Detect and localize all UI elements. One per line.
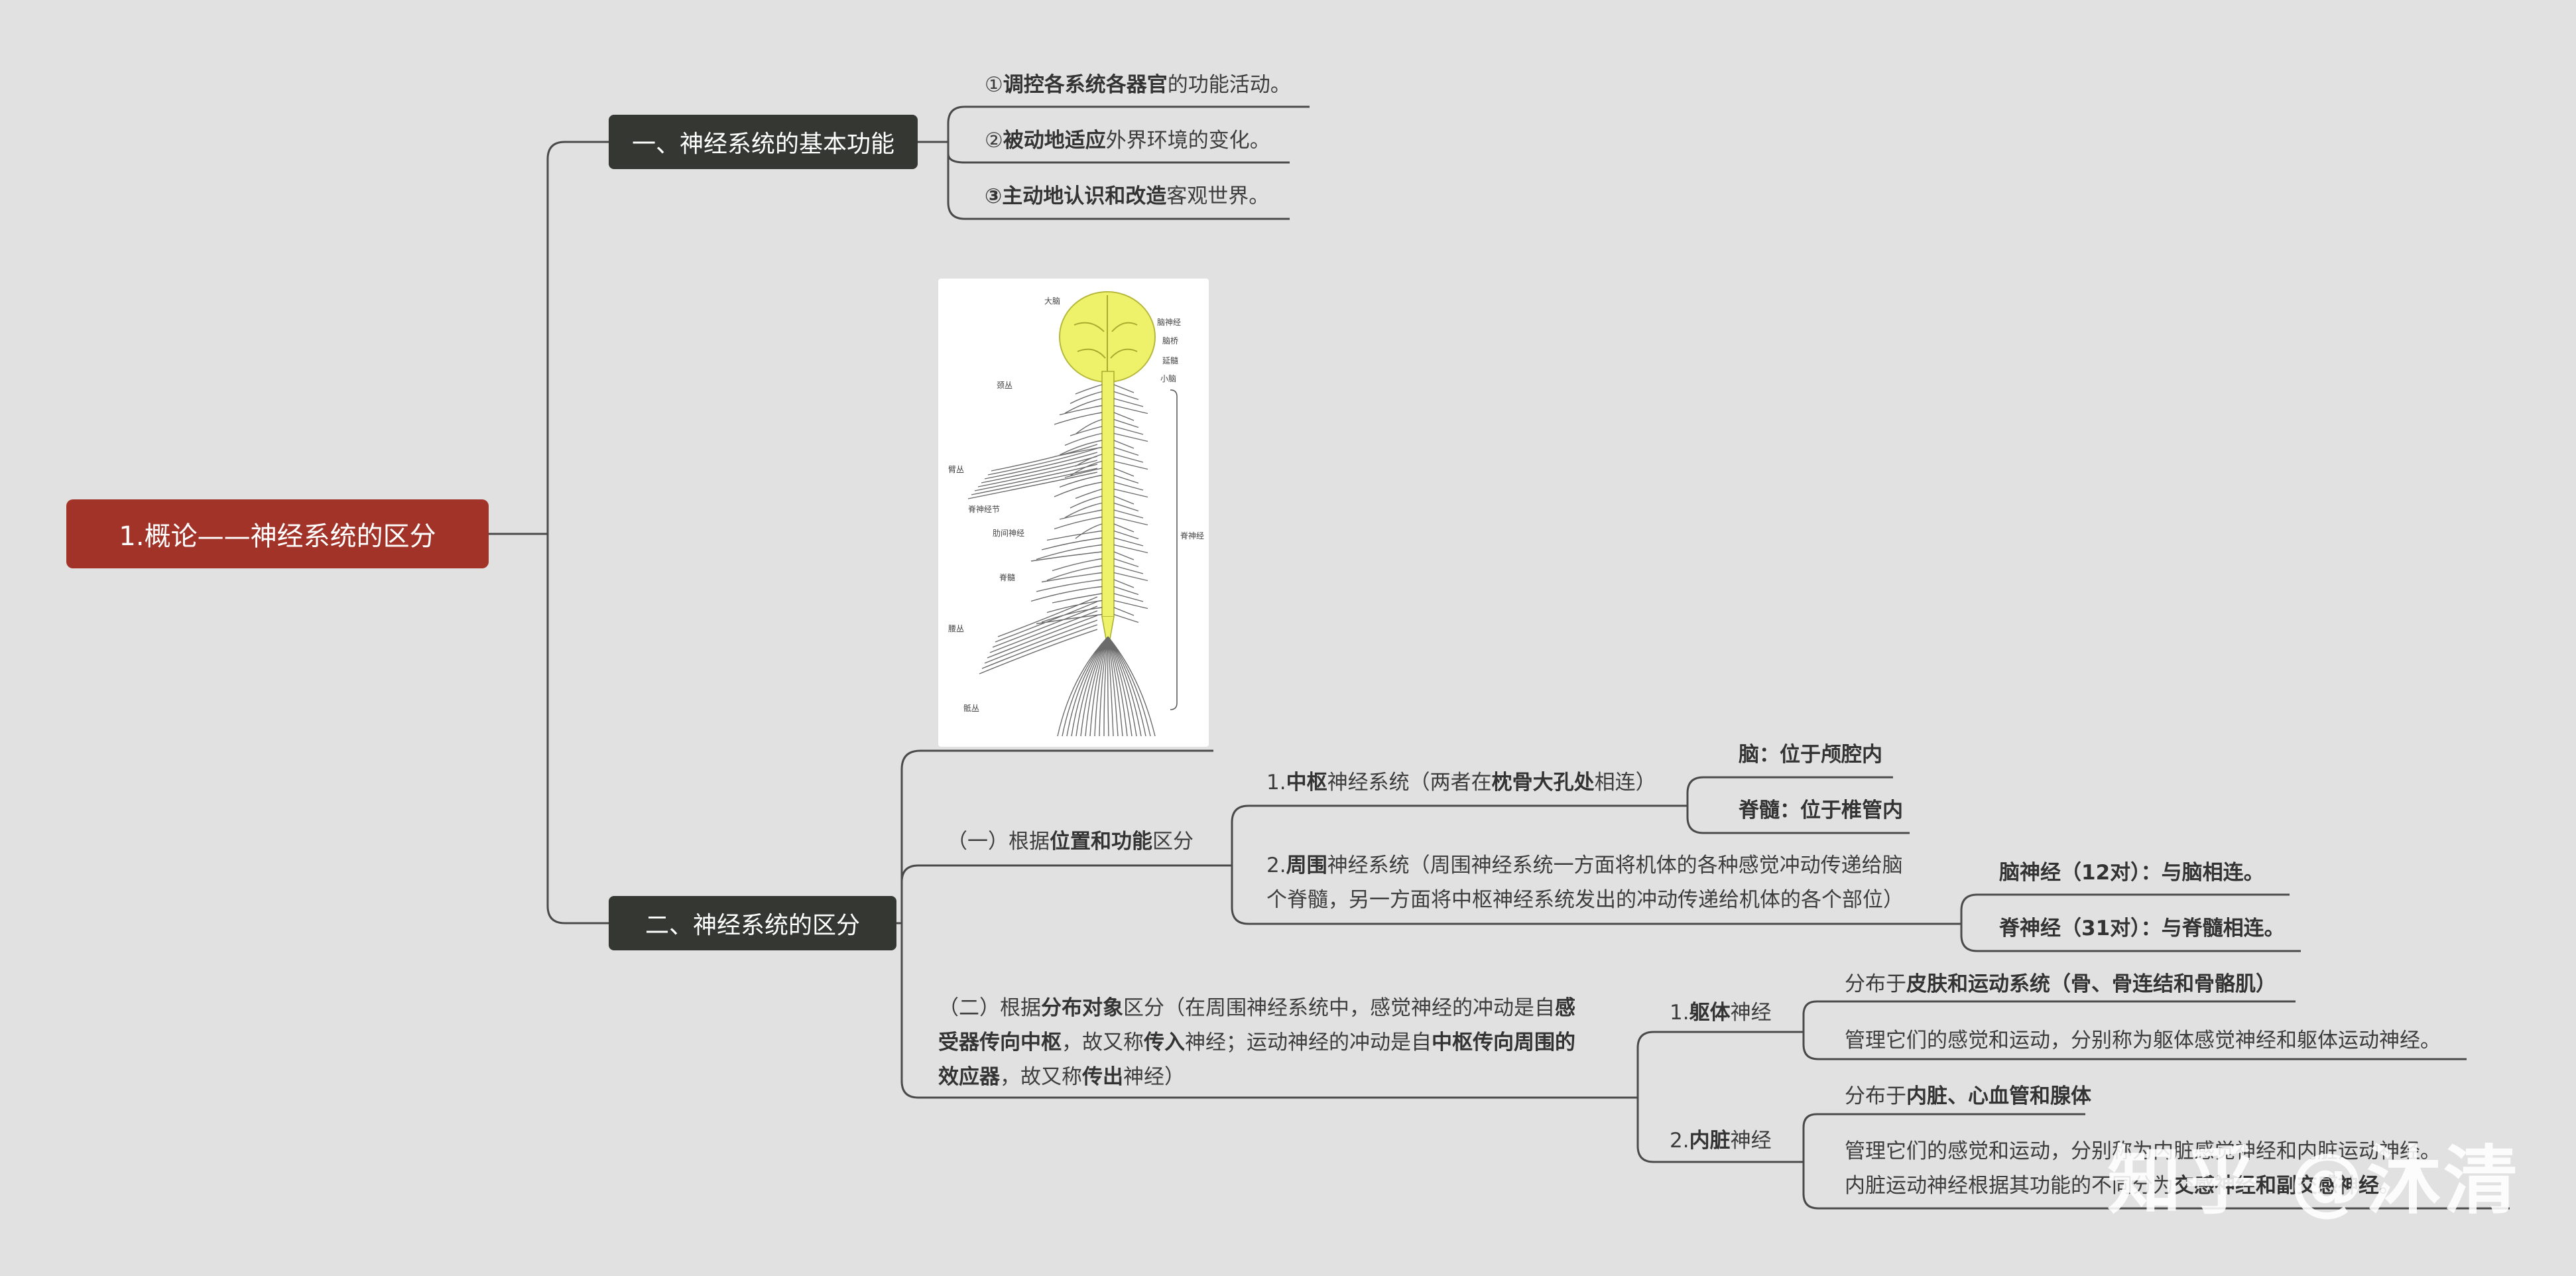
text-part: （一）根据 — [947, 830, 1050, 854]
central-spinal-cord[interactable]: 脊髓：位于椎管内 — [1739, 793, 1903, 828]
branch-basic-functions-label: 一、神经系统的基本功能 — [632, 125, 894, 159]
item-prefix: ① — [985, 73, 1003, 97]
root-label: 1.概论——神经系统的区分 — [119, 515, 436, 553]
text-part: 神经 — [1731, 1129, 1772, 1153]
central-nervous-system[interactable]: 1.中枢神经系统（两者在枕骨大孔处相连） — [1266, 765, 1656, 800]
label-jishenjingjie: 脊神经节 — [968, 505, 1000, 514]
text-bold: 脑神经（12对）：与脑相连。 — [1999, 861, 2264, 885]
text-part: 分布于 — [1845, 972, 1906, 996]
text-part: 区分（在周围神经系统中，感觉神经的冲动是自 — [1123, 996, 1555, 1020]
text-part: 2. — [1670, 1129, 1689, 1153]
item-bold: 被动地适应 — [1003, 129, 1106, 153]
label-jingcong: 颈丛 — [997, 381, 1012, 390]
central-brain[interactable]: 脑：位于颅腔内 — [1739, 737, 1882, 772]
text-part: 区分 — [1152, 830, 1194, 854]
label-naoqiao: 脑桥 — [1162, 336, 1178, 346]
item-bold: 调控各系统各器官 — [1003, 73, 1168, 97]
text-part: ，故又称 — [1000, 1065, 1082, 1089]
function-item-3[interactable]: ③主动地认识和改造客观世界。 — [985, 179, 1269, 214]
label-jishenjing: 脊神经 — [1180, 531, 1204, 541]
text-part: 神经 — [1731, 1001, 1772, 1025]
text-part: 1. — [1670, 1001, 1689, 1025]
somatic-nerves[interactable]: 1.躯体神经 — [1670, 995, 1772, 1030]
text-bold: 传出 — [1082, 1065, 1123, 1089]
text-part: （二）根据 — [938, 996, 1041, 1020]
text-bold: 脑：位于颅腔内 — [1739, 743, 1882, 767]
text-bold: 中枢传向周围的 — [1432, 1031, 1575, 1054]
spinal-cord-shape — [1102, 371, 1114, 617]
visceral-distribution[interactable]: 分布于内脏、心血管和腺体 — [1845, 1079, 2091, 1114]
watermark: 知乎 @沐清 — [2107, 1121, 2520, 1228]
nerve-lines — [968, 385, 1155, 736]
text-bold: 位置和功能 — [1050, 830, 1152, 854]
label-yaocong: 腰丛 — [948, 624, 964, 633]
label-jisui: 脊髓 — [999, 573, 1015, 582]
text-part: 神经） — [1123, 1065, 1185, 1089]
text-part: ，故又称 — [1062, 1031, 1144, 1054]
text-bold: 受器传向中枢 — [938, 1031, 1062, 1054]
somatic-distribution[interactable]: 分布于皮肤和运动系统（骨、骨连结和骨骼肌） — [1845, 967, 2276, 1001]
item-rest: 外界环境的变化。 — [1106, 129, 1270, 153]
label-bicong: 臂丛 — [948, 465, 964, 474]
item-prefix: ② — [985, 129, 1003, 153]
label-dana: 大脑 — [1044, 296, 1060, 306]
label-yansui: 延髓 — [1162, 356, 1178, 365]
text-bold: 内脏 — [1689, 1129, 1731, 1153]
text-bold: 皮肤和运动系统（骨、骨连结和骨骼肌） — [1906, 972, 2276, 996]
text-bold: 脊髓：位于椎管内 — [1739, 798, 1903, 822]
text-bold: 分布对象 — [1041, 996, 1123, 1020]
item-rest: 客观世界。 — [1166, 184, 1269, 208]
classification-by-position[interactable]: （一）根据位置和功能区分 — [947, 824, 1194, 859]
text-bold: 感 — [1555, 996, 1575, 1020]
text-bold: 脊神经（31对）：与脊髓相连。 — [1999, 917, 2285, 940]
classification-by-target[interactable]: （二）根据分布对象区分（在周围神经系统中，感觉神经的冲动是自感 受器传向中枢，故… — [938, 991, 1575, 1094]
branch-basic-functions[interactable]: 一、神经系统的基本功能 — [609, 115, 918, 169]
text-bold: 中枢 — [1286, 771, 1327, 795]
nervous-system-illustration[interactable]: 大脑 脑神经 脑桥 延髓 小脑 颈丛 臂丛 脊神经节 肋间神经 脊神经 脊髓 腰… — [938, 279, 1209, 747]
item-rest: 的功能活动。 — [1168, 73, 1291, 97]
text-bold: 躯体 — [1689, 1001, 1731, 1025]
text-part: 神经系统（周围神经系统一方面将机体的各种感觉冲动传递给脑 — [1327, 854, 1903, 877]
item-bold: 主动地认识和改造 — [1002, 184, 1166, 208]
somatic-management[interactable]: 管理它们的感觉和运动，分别称为躯体感觉神经和躯体运动神经。 — [1845, 1023, 2441, 1058]
label-leijianshenjing: 肋间神经 — [993, 528, 1024, 538]
cranial-nerves[interactable]: 脑神经（12对）：与脑相连。 — [1999, 856, 2264, 890]
item-prefix: ③ — [985, 184, 1002, 208]
text-part: 神经；运动神经的冲动是自 — [1185, 1031, 1432, 1054]
branch-classification[interactable]: 二、神经系统的区分 — [609, 896, 896, 950]
label-naoshenjing: 脑神经 — [1157, 318, 1181, 327]
label-dicong: 骶丛 — [963, 704, 979, 713]
text-bold: 内脏、心血管和腺体 — [1906, 1084, 2091, 1108]
text-part: 相连） — [1595, 771, 1656, 795]
text-bold: 传入 — [1144, 1031, 1185, 1054]
text-part: 2. — [1266, 854, 1286, 877]
branch-classification-label: 二、神经系统的区分 — [645, 906, 860, 940]
peripheral-nervous-system[interactable]: 2.周围神经系统（周围神经系统一方面将机体的各种感觉冲动传递给脑 个脊髓，另一方… — [1266, 848, 1904, 917]
spinal-nerves[interactable]: 脊神经（31对）：与脊髓相连。 — [1999, 911, 2285, 946]
text-bold: 效应器 — [938, 1065, 1000, 1089]
function-item-2[interactable]: ②被动地适应外界环境的变化。 — [985, 123, 1270, 158]
text-bold: 枕骨大孔处 — [1492, 771, 1595, 795]
text-part: 管理它们的感觉和运动，分别称为躯体感觉神经和躯体运动神经。 — [1845, 1029, 2441, 1053]
text-part: 神经系统（两者在 — [1327, 771, 1492, 795]
nervous-system-drawing: 大脑 脑神经 脑桥 延髓 小脑 颈丛 臂丛 脊神经节 肋间神经 脊神经 脊髓 腰… — [938, 279, 1209, 747]
visceral-nerves[interactable]: 2.内脏神经 — [1670, 1123, 1772, 1158]
text-part: 分布于 — [1845, 1084, 1906, 1108]
nerve-branches — [968, 385, 1155, 736]
text-bold: 周围 — [1286, 854, 1327, 877]
text-part: 1. — [1266, 771, 1286, 795]
label-xiaonao: 小脑 — [1160, 374, 1176, 383]
root-node[interactable]: 1.概论——神经系统的区分 — [66, 499, 489, 568]
text-line: 个脊髓，另一方面将中枢神经系统发出的冲动传递给机体的各个部位） — [1266, 883, 1904, 917]
function-item-1[interactable]: ①调控各系统各器官的功能活动。 — [985, 68, 1291, 102]
